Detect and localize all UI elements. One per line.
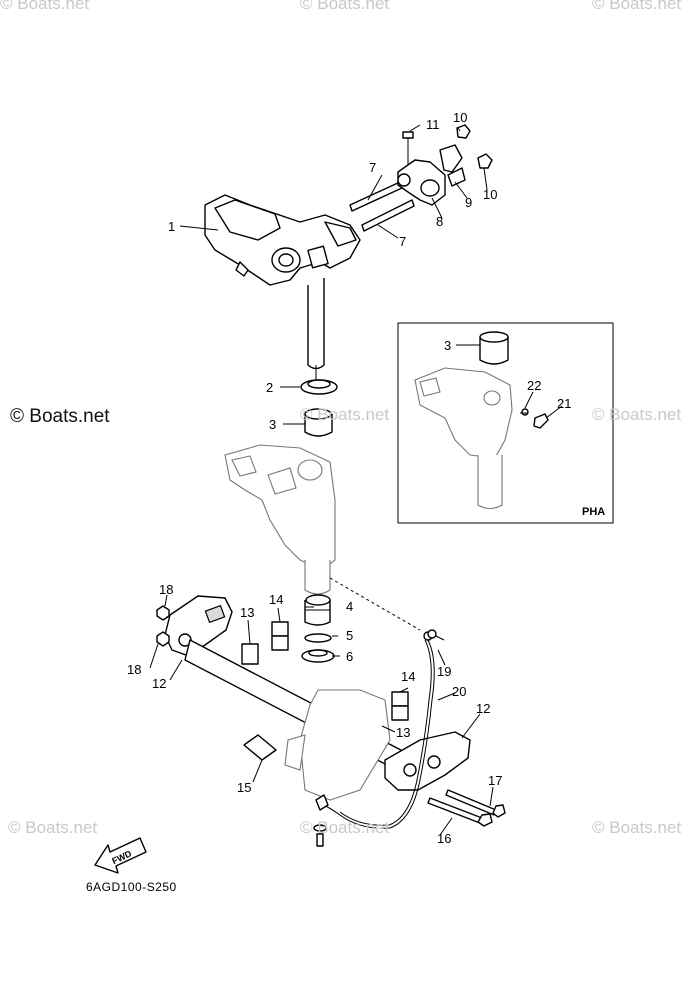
watermark-bottom-left: © Boats.net <box>8 818 98 837</box>
callout-1: 1 <box>168 219 175 234</box>
bushing-ring <box>300 379 338 395</box>
screw-19 <box>427 629 445 641</box>
callout-13-left: 13 <box>240 605 254 620</box>
callout-6: 6 <box>346 649 353 664</box>
watermark-bottom-center: © Boats.net <box>300 818 390 837</box>
callout-21: 21 <box>557 396 571 411</box>
bottom-screw <box>313 824 327 847</box>
fwd-arrow-icon: FWD <box>94 837 147 874</box>
watermark-top-left: © Boats.net <box>0 0 90 13</box>
callout-19: 19 <box>437 664 451 679</box>
callout-7-upper: 7 <box>369 160 376 175</box>
watermark-mid-center: © Boats.net <box>300 405 390 424</box>
callout-10-lower: 10 <box>483 187 497 202</box>
callout-12-left: 12 <box>152 676 166 691</box>
callout-17: 17 <box>488 773 502 788</box>
bushing-cylinder <box>304 408 333 437</box>
bolts-16-17 <box>427 789 506 827</box>
inset-label: PHA <box>582 506 606 518</box>
callout-8: 8 <box>436 214 443 229</box>
watermark-bottom-right: © Boats.net <box>592 818 682 837</box>
lower-casing-ghost <box>284 689 391 801</box>
watermark-main: © Boats.net <box>10 406 110 427</box>
diagram-code: 6AGD100-S250 <box>86 880 177 894</box>
rubber-mount-right <box>384 731 471 791</box>
callout-12-right: 12 <box>476 701 490 716</box>
callout-5: 5 <box>346 628 353 643</box>
callout-14-left: 14 <box>269 592 283 607</box>
callout-14-right: 14 <box>401 669 415 684</box>
callout-18-lower: 18 <box>127 662 141 677</box>
steering-bracket <box>204 194 361 385</box>
callout-18-upper: 18 <box>159 582 173 597</box>
plate <box>243 734 277 761</box>
pha-inset <box>397 322 614 524</box>
collar-seal-stack <box>301 594 335 663</box>
watermark-mid-right: © Boats.net <box>592 405 682 424</box>
callout-3: 3 <box>269 417 276 432</box>
rubber-mount-left <box>164 595 233 656</box>
callout-22: 22 <box>527 378 541 393</box>
stud-bolts <box>349 181 415 232</box>
swivel-bracket-ghost <box>224 444 421 631</box>
callout-16: 16 <box>437 831 451 846</box>
friction-block-assembly <box>397 124 493 206</box>
callout-20: 20 <box>452 684 466 699</box>
callout-9: 9 <box>465 195 472 210</box>
callout-3-inset: 3 <box>444 338 451 353</box>
callout-7-lower: 7 <box>399 234 406 249</box>
callout-2: 2 <box>266 380 273 395</box>
callout-10-upper: 10 <box>453 110 467 125</box>
watermark-top-right: © Boats.net <box>592 0 682 13</box>
nuts-18 <box>156 605 170 647</box>
leader-lines <box>149 124 563 836</box>
callout-13-right: 13 <box>396 725 410 740</box>
callout-15: 15 <box>237 780 251 795</box>
callout-4: 4 <box>346 599 353 614</box>
callout-11: 11 <box>426 117 440 132</box>
callout-numbers: 1 2 3 3 4 5 6 7 7 8 9 10 10 11 12 12 13 … <box>127 110 571 846</box>
watermark-top-center: © Boats.net <box>300 0 390 13</box>
